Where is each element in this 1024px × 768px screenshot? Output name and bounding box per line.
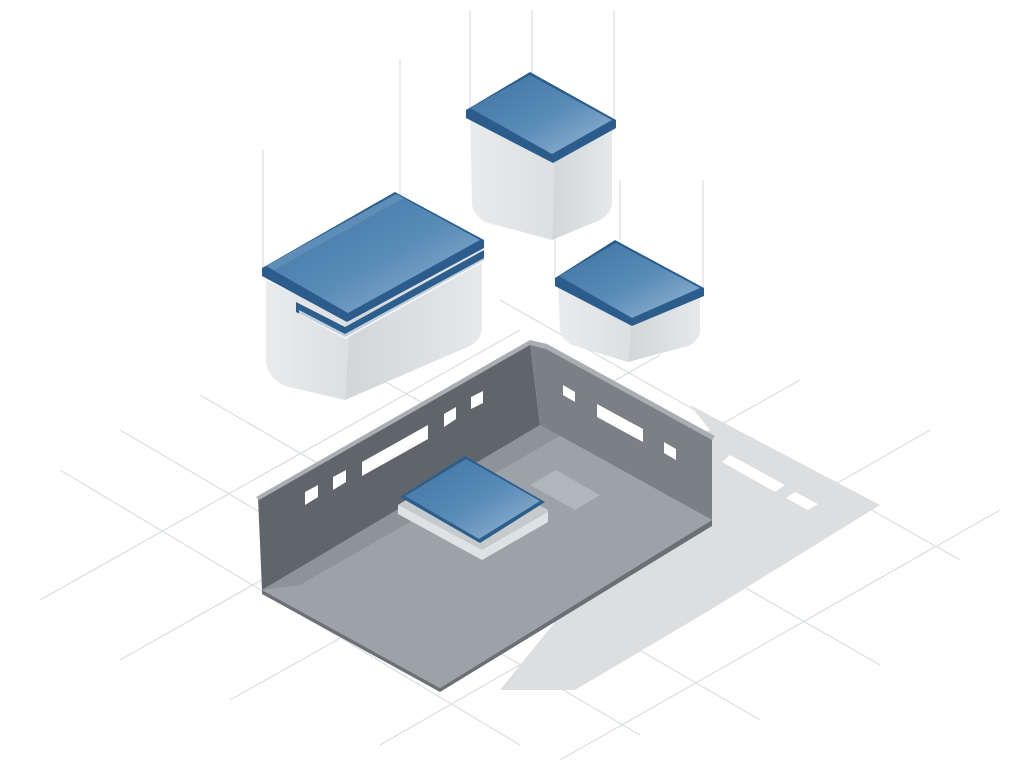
tray-back-wall-long: [258, 342, 540, 590]
loose-lid: [398, 456, 548, 560]
shadow-window-cutouts: [722, 455, 818, 510]
tall-container: [466, 72, 616, 240]
tray-shadow: [500, 405, 880, 690]
tray-wall-cutouts: [305, 385, 676, 505]
large-container: [262, 192, 484, 400]
hanging-strings: [262, 10, 704, 290]
small-container: [555, 240, 704, 362]
tray-back-wall-short: [530, 342, 712, 520]
